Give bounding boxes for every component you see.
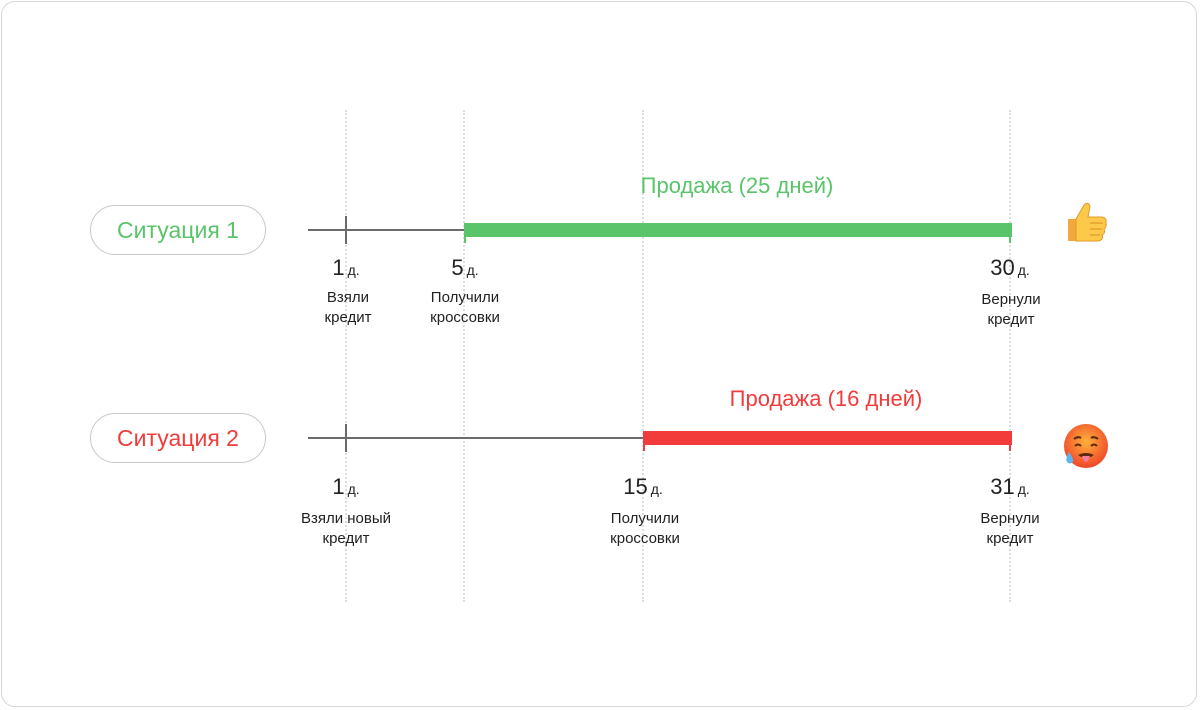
bar-end-tick <box>1009 223 1011 243</box>
guide-line <box>463 110 465 602</box>
bar-end-tick <box>1009 431 1011 451</box>
sale-period-bar <box>464 223 1012 237</box>
guide-line <box>345 110 347 602</box>
sale-period-label: Продажа (25 дней) <box>640 173 834 198</box>
thumbs-up-icon <box>1068 202 1107 242</box>
bar-start-tick <box>643 431 645 451</box>
sale-period-label: Продажа (16 дней) <box>729 386 923 411</box>
bar-start-tick <box>464 223 466 243</box>
guide-line <box>1009 110 1011 602</box>
timeline-axis <box>308 229 466 231</box>
timeline-axis <box>308 437 645 439</box>
timeline-tick <box>345 424 347 452</box>
sale-period-bar <box>643 431 1012 445</box>
timeline-tick <box>345 216 347 244</box>
situation-1-label: Ситуация 1 <box>90 205 266 255</box>
guide-line <box>642 110 644 602</box>
situation-2-label: Ситуация 2 <box>90 413 266 463</box>
hot-face-icon <box>1064 424 1108 468</box>
